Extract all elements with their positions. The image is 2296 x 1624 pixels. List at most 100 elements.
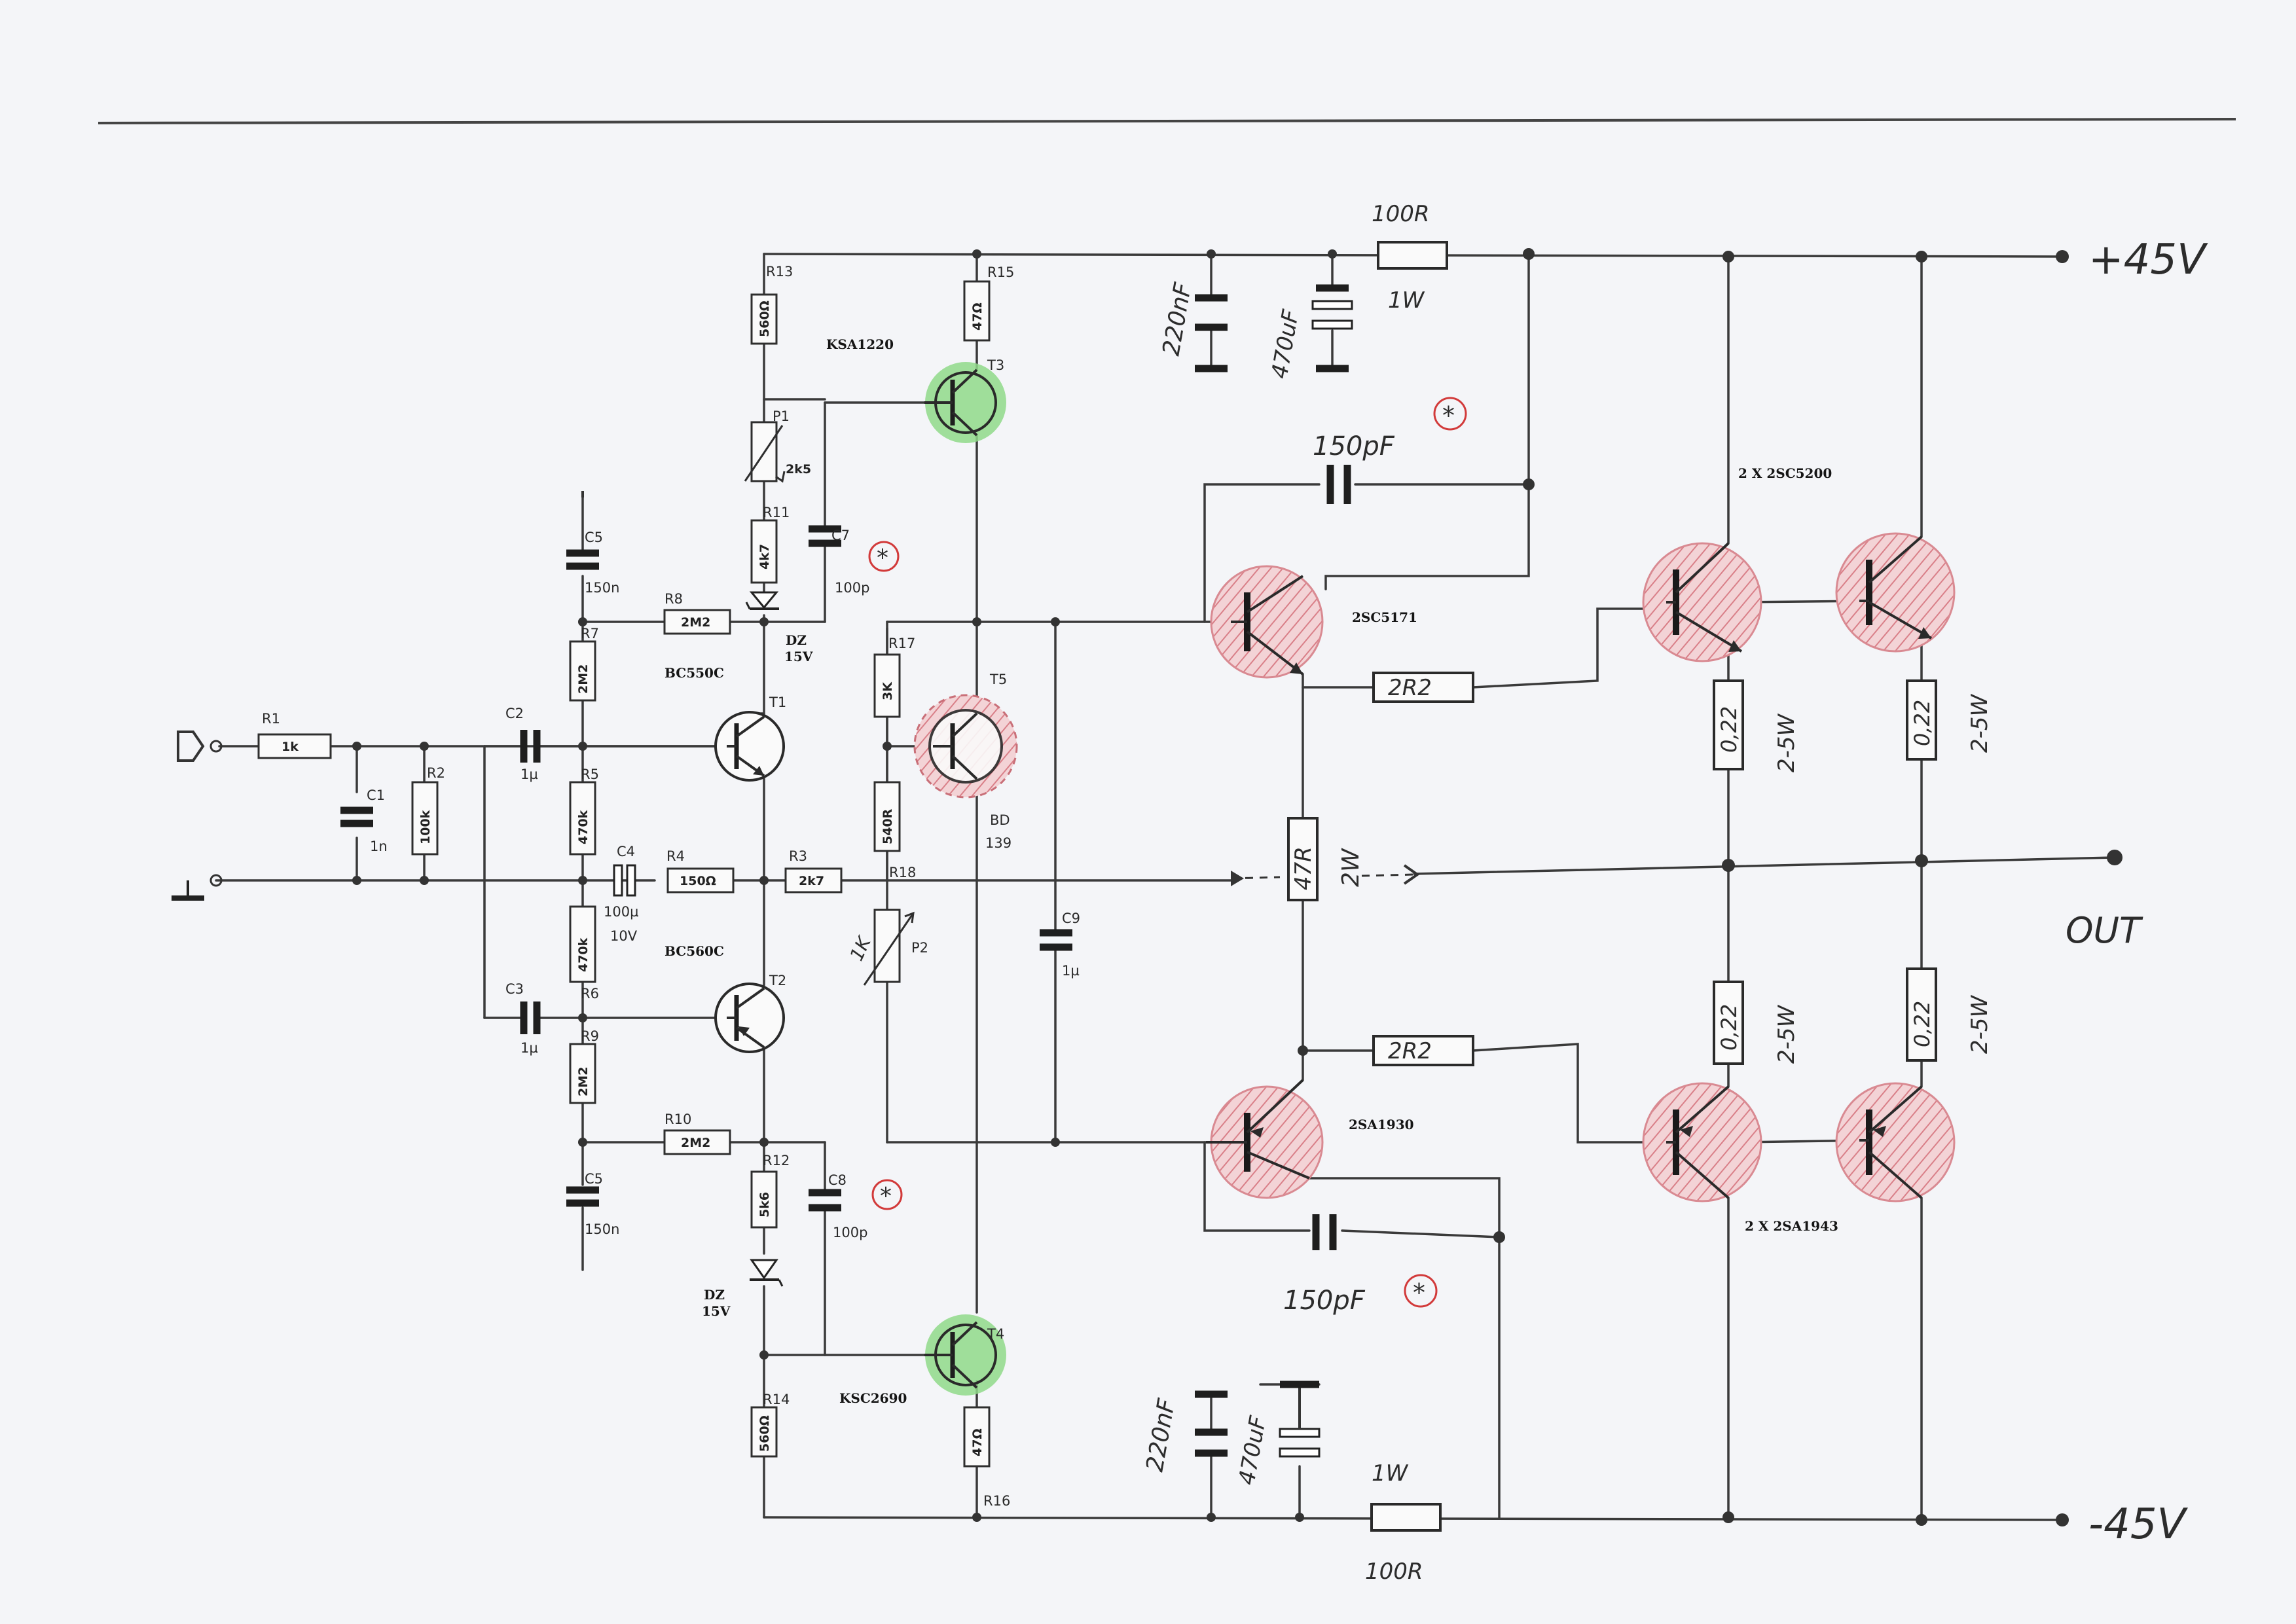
svg-text:R15: R15 [987,264,1014,280]
svg-text:1K: 1K [845,932,875,964]
svg-text:100p: 100p [833,1225,867,1240]
capacitor-470uf-bottom: 470uF [1233,1380,1321,1487]
svg-text:2M2: 2M2 [681,615,710,630]
svg-text:2k5: 2k5 [786,462,811,477]
transistor-2sc5200-1 [1642,542,1762,662]
svg-text:470uF: 470uF [1266,308,1304,381]
resistor-r2: R2 100k [411,765,445,856]
svg-text:100R: 100R [1372,201,1430,227]
svg-text:1µ: 1µ [520,1040,538,1056]
svg-text:T2: T2 [769,973,786,988]
svg-text:560Ω: 560Ω [757,1415,772,1452]
svg-text:2R2: 2R2 [1388,675,1432,701]
input-ground-jack [172,874,223,901]
svg-text:1k: 1k [282,740,299,754]
svg-text:BC550C: BC550C [665,665,724,681]
svg-text:R16: R16 [983,1493,1010,1509]
svg-text:R5: R5 [581,767,599,782]
out-label: OUT [2066,910,2143,951]
svg-text:47Ω: 47Ω [970,1428,985,1456]
resistor-r7: R7 2M2 [569,626,599,702]
resistor-r9: R9 2M2 [569,1028,599,1104]
capacitor-c1: C1 1n [340,787,388,854]
svg-text:47Ω: 47Ω [970,302,985,331]
resistor-r5: R5 470k [569,767,599,856]
asterisk-c7: * [868,541,900,572]
svg-text:100R: 100R [1365,1559,1423,1585]
svg-text:*: * [880,1183,892,1210]
svg-text:BD: BD [990,812,1010,828]
svg-text:150n: 150n [585,580,619,596]
svg-text:KSA1220: KSA1220 [826,336,894,352]
resistor-r15: R15 47Ω [963,264,1014,342]
resistor-emitter-2: 0,22 2-5W [1906,679,1993,761]
transistor-t1: T1 BC550C [665,665,786,782]
svg-text:R6: R6 [581,986,599,1001]
asterisk-c8: * [871,1179,903,1210]
svg-text:R8: R8 [665,591,683,607]
svg-text:15V: 15V [784,649,813,664]
svg-text:R7: R7 [581,626,599,641]
svg-text:470uF: 470uF [1233,1414,1271,1487]
svg-text:C2: C2 [505,706,524,721]
svg-text:100p: 100p [835,580,869,596]
transistor-t5: T5 BD 139 [913,672,1018,851]
resistor-r11: R11 4k7 [750,505,790,584]
svg-text:0,22: 0,22 [1910,1001,1935,1047]
svg-text:R3: R3 [789,848,807,864]
svg-text:0,22: 0,22 [1717,1004,1741,1051]
svg-text:C7: C7 [831,528,850,543]
zener-diode-dz2: DZ 15V [702,1259,784,1319]
svg-text:470k: 470k [576,810,591,844]
svg-text:T5: T5 [989,672,1007,687]
transistor-2sc5200-2 [1835,532,1956,653]
svg-text:DZ: DZ [786,632,807,648]
transistor-2sa1943-2 [1835,1082,1956,1202]
svg-text:C1: C1 [367,787,385,803]
svg-text:560Ω: 560Ω [757,300,772,337]
resistor-100r-top: 100R 1W [1372,201,1448,314]
svg-text:1W: 1W [1388,287,1425,314]
svg-text:T4: T4 [987,1326,1004,1342]
svg-text:2-5W: 2-5W [1774,713,1800,772]
capacitor-220nf-top: 220nF [1157,280,1228,372]
resistor-r8: R8 2M2 [663,591,731,635]
svg-text:470k: 470k [576,937,591,972]
svg-text:1µ: 1µ [1062,963,1080,979]
svg-text:R14: R14 [763,1392,790,1407]
capacitor-c5-top: C5 150n [566,491,619,596]
svg-text:R1: R1 [262,711,280,727]
svg-text:2SA1930: 2SA1930 [1349,1117,1414,1132]
bottom-supply-label: -45V [2088,1500,2189,1549]
potentiometer-p1: P1 2k5 [744,408,811,483]
capacitor-150pf-bottom: 150pF * [1283,1214,1438,1316]
resistor-r14: R14 560Ω [750,1392,790,1458]
transistor-t4: T4 KSC2690 [839,1314,1006,1406]
junction-dots [352,248,2123,1526]
resistor-r6: R6 470k [569,905,599,1001]
svg-text:100µ: 100µ [604,904,638,920]
top-supply-label: +45V [2088,236,2208,284]
resistor-100r-bottom: 1W 100R [1365,1460,1442,1585]
svg-text:220nF: 220nF [1141,1396,1180,1474]
svg-text:5k6: 5k6 [757,1192,772,1218]
svg-text:C5: C5 [585,1171,603,1187]
capacitor-c4: C4 100µ 10V [604,844,638,944]
svg-text:*: * [1442,401,1455,430]
capacitor-c7: C7 100p [809,525,869,596]
resistor-r3: R3 2k7 [784,848,843,893]
resistor-emitter-4: 0,22 2-5W [1906,967,1993,1062]
svg-text:0,22: 0,22 [1717,706,1741,753]
svg-text:T1: T1 [769,695,786,710]
svg-text:*: * [1413,1278,1425,1307]
resistor-r17: R17 3K [873,636,915,718]
svg-text:220nF: 220nF [1157,280,1197,358]
svg-text:2M2: 2M2 [576,664,591,694]
svg-text:BC560C: BC560C [665,943,724,959]
svg-text:R17: R17 [888,636,915,651]
svg-text:150pF: 150pF [1313,431,1395,461]
svg-text:P2: P2 [911,940,928,956]
svg-text:3K: 3K [881,681,895,700]
svg-text:*: * [877,545,888,571]
